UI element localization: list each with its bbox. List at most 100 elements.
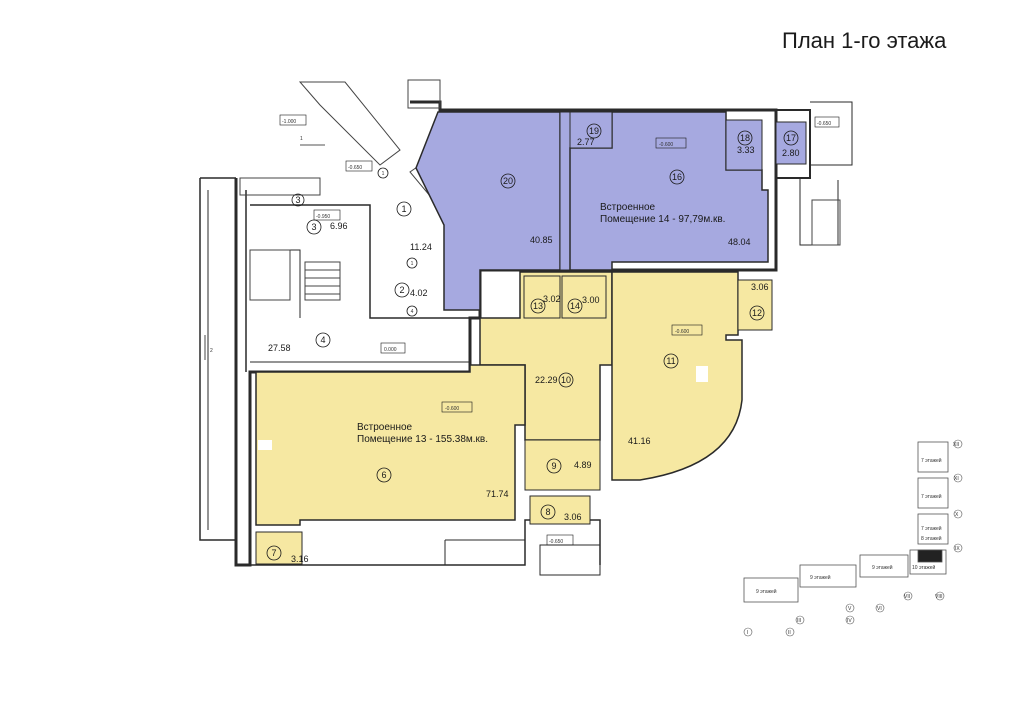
room-number-20: 20 <box>503 176 513 186</box>
room-number-3b: 3 <box>295 195 300 205</box>
room-area-16: 48.04 <box>728 237 751 247</box>
room-19-fill <box>569 111 613 149</box>
level-marker-3: -0.600 <box>445 406 459 412</box>
level-marker-6: -0.950 <box>316 214 330 220</box>
level-marker-1: -0.600 <box>659 142 673 148</box>
room-number-16: 16 <box>672 172 682 182</box>
plan-title: План 1-го этажа <box>782 28 947 53</box>
key-floor-1: 7 этажей <box>921 457 942 464</box>
key-floor-4: 8 этажей <box>921 535 942 542</box>
premises-14-label-line1: Встроенное <box>600 202 656 213</box>
key-floor-5: 9 этажей <box>872 564 893 571</box>
level-marker-4: 0.000 <box>384 347 397 353</box>
room-area-3: 6.96 <box>330 221 348 231</box>
room-number-8: 8 <box>545 507 550 517</box>
key-axis-11: XI <box>954 476 959 482</box>
key-plan-axis-labels: I II III IV V VI VII VIII IX X XI XII <box>747 442 960 636</box>
room-number-12: 12 <box>752 308 762 318</box>
room-number-4b: 4 <box>411 309 414 315</box>
premises-13-label-line2: Помещение 13 - 155.38м.кв. <box>357 434 488 445</box>
level-marker-8: -0.650 <box>817 121 831 127</box>
room-area-17: 2.80 <box>782 148 800 158</box>
room-number-4: 4 <box>320 335 325 345</box>
key-floor-7: 9 этажей <box>810 574 831 581</box>
room-area-12: 3.06 <box>751 282 769 292</box>
room-number-9: 9 <box>551 461 556 471</box>
room-number-7: 7 <box>271 548 276 558</box>
key-axis-4: IV <box>847 618 852 624</box>
room-area-10: 22.29 <box>535 375 558 385</box>
room-area-1: 11.24 <box>410 242 432 252</box>
room-13-fill <box>523 275 561 319</box>
room-number-1b: 1 <box>382 171 385 177</box>
room-number-1: 1 <box>401 204 406 214</box>
key-floor-8: 9 этажей <box>756 588 777 595</box>
key-axis-5: V <box>848 606 852 612</box>
key-axis-12: XII <box>953 442 959 448</box>
room-area-14: 3.00 <box>582 295 600 305</box>
level-marker-7: -1.000 <box>282 119 296 125</box>
room-number-18: 18 <box>740 133 750 143</box>
room-area-7: 3.16 <box>291 554 309 564</box>
room-number-6: 6 <box>381 470 386 480</box>
room-17-fill <box>775 121 807 165</box>
section-marker-2: 2 <box>210 348 213 354</box>
key-floor-2: 7 этажей <box>921 493 942 500</box>
key-axis-8: VIII <box>935 594 943 600</box>
room-area-18: 3.33 <box>737 145 755 155</box>
key-plan-axes <box>743 439 963 637</box>
section-marker-1: 1 <box>300 136 303 142</box>
level-marker-5: -0.650 <box>348 165 362 171</box>
room-number-14: 14 <box>570 301 580 311</box>
room-number-17: 17 <box>786 133 796 143</box>
key-axis-7: VII <box>904 594 910 600</box>
key-axis-6: VI <box>877 606 882 612</box>
level-marker-2: -0.600 <box>675 329 689 335</box>
room-number-2: 2 <box>399 285 404 295</box>
room-number-11: 11 <box>666 356 675 366</box>
room-area-20: 40.85 <box>530 235 553 245</box>
premises-13 <box>255 271 773 565</box>
room-14-fill <box>561 275 607 319</box>
room-number-3: 3 <box>311 222 316 232</box>
room-area-13: 3.02 <box>543 294 561 304</box>
section-markers <box>204 144 325 360</box>
room-12-fill <box>737 279 773 331</box>
room-numbers: 20 16 19 18 17 13 14 12 11 10 9 8 6 7 4 … <box>271 126 796 558</box>
premises-14-label-line2: Помещение 14 - 97,79м.кв. <box>600 214 725 225</box>
key-axis-9: IX <box>955 546 960 552</box>
key-axis-2: II <box>788 630 791 636</box>
room-number-19: 19 <box>589 126 599 136</box>
room-number-10: 10 <box>561 375 571 385</box>
room-6-fill <box>255 364 526 526</box>
level-markers: -0.600 -0.600 -0.600 0.000 -0.650 -0.950… <box>279 114 840 546</box>
room-8-fill <box>529 495 591 525</box>
room-9-fill <box>524 439 601 491</box>
room-number-1c: 1 <box>411 261 414 267</box>
premises-13-label-line1: Встроенное <box>357 422 413 433</box>
room-area-4: 27.58 <box>268 343 291 353</box>
key-plan-labels: 7 этажей 7 этажей 7 этажей 8 этажей 9 эт… <box>756 457 942 595</box>
room-11-fill <box>611 271 743 481</box>
room-number-13: 13 <box>533 301 543 311</box>
premises-labels: Встроенное Помещение 14 - 97,79м.кв. Вст… <box>357 202 725 445</box>
room-20-fill <box>415 111 561 311</box>
level-marker-9: -0.650 <box>549 539 563 545</box>
key-axis-10: X <box>955 512 959 518</box>
room-number-markers <box>266 123 799 561</box>
key-floor-6: 10 этажей <box>912 564 936 571</box>
room-area-8: 3.06 <box>564 512 582 522</box>
key-axis-1: I <box>747 630 748 636</box>
room-area-9: 4.89 <box>574 460 592 470</box>
key-floor-3: 7 этажей <box>921 525 942 532</box>
key-axis-3: III <box>797 618 801 624</box>
room-areas: 40.85 48.04 2.77 3.33 2.80 3.02 3.00 3.0… <box>268 137 800 564</box>
key-plan <box>743 441 949 603</box>
room-area-19: 2.77 <box>577 137 595 147</box>
room-area-11: 41.16 <box>628 436 651 446</box>
room-area-2: 4.02 <box>410 288 428 298</box>
premises-14 <box>415 111 807 311</box>
room-area-6: 71.74 <box>486 489 509 499</box>
